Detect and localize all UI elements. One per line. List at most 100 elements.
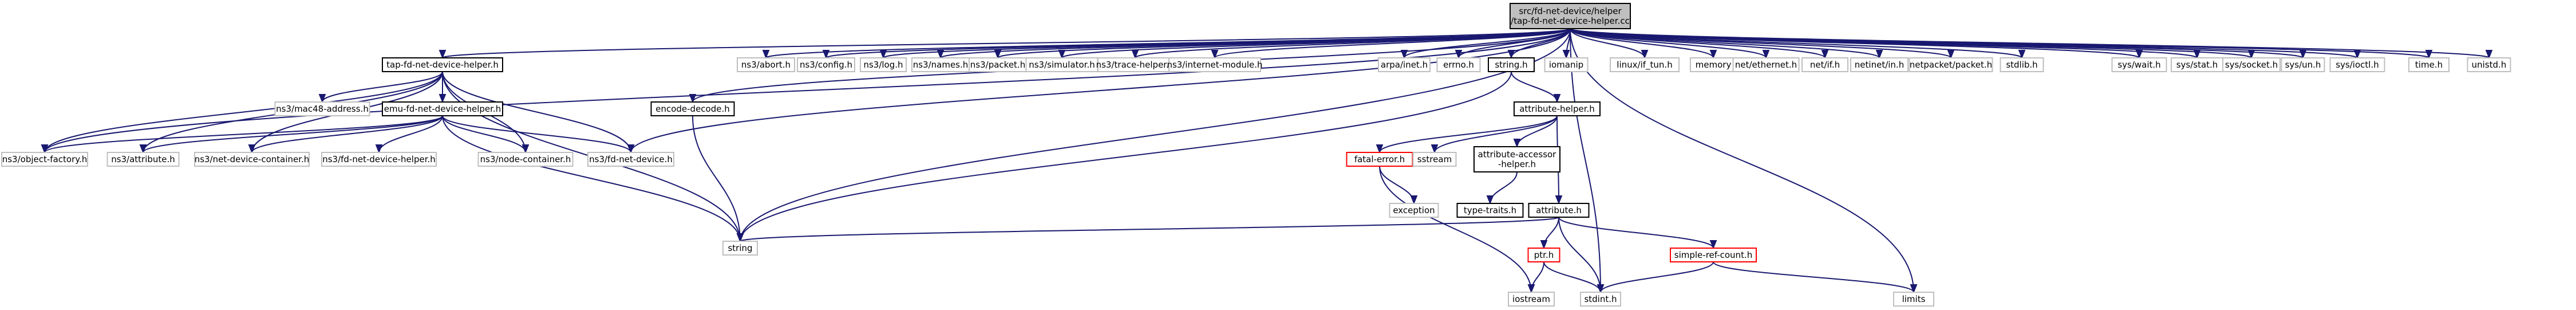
node-label: memory (1696, 60, 1732, 70)
node-label: arpa/inet.h (1381, 60, 1428, 70)
node-abort: ns3/abort.h (737, 57, 795, 72)
node-fddev: ns3/fd-net-device.h (587, 152, 674, 167)
node-box (2111, 57, 2167, 72)
node-box (1097, 57, 1173, 72)
edges-layer (45, 28, 2489, 293)
node-label: errno.h (1443, 60, 1474, 70)
node-box (1732, 57, 1800, 72)
node-box (797, 57, 855, 72)
node-attr_helper[interactable]: attribute-helper.h (1514, 101, 1601, 116)
node-label: ns3/log.h (863, 60, 903, 70)
node-iftun: linux/if_tun.h (1610, 57, 1680, 72)
node-tap_h[interactable]: tap-fd-net-device-helper.h (382, 57, 503, 72)
node-box (1893, 292, 1934, 307)
node-label: sys/socket.h (2225, 60, 2278, 70)
node-label: fatal-error.h (1354, 154, 1405, 164)
node-box (722, 241, 758, 256)
edge-tap_h-to-mac48 (322, 71, 443, 103)
node-box (1456, 203, 1524, 218)
edge-root-to-iftun (1570, 28, 1645, 58)
node-box (1610, 57, 1680, 72)
node-ptr[interactable]: ptr.h (1527, 248, 1560, 262)
edge-fatal-to-iostream (1379, 166, 1531, 292)
node-label: ns3/mac48-address.h (276, 104, 369, 114)
node-neteth: net/ethernet.h (1732, 57, 1800, 72)
edge-emu_h-to-attr_ns3 (143, 115, 443, 153)
node-objfactory: ns3/object-factory.h (1, 152, 88, 167)
edge-srefcount-to-limits (1713, 261, 1914, 293)
node-label: /tap-fd-net-device-helper.cc (1511, 16, 1630, 26)
node-label: ns3/names.h (913, 60, 969, 70)
node-label: sys/un.h (2285, 60, 2321, 70)
edge-root-to-simulator (1062, 28, 1571, 58)
node-label: limits (1902, 294, 1926, 304)
node-arpa: arpa/inet.h (1378, 57, 1431, 72)
node-box (194, 152, 310, 167)
node-label: ns3/trace-helper.h (1096, 60, 1175, 70)
edge-attribute_h-to-ptr (1544, 217, 1559, 249)
node-emu_h[interactable]: emu-fd-net-device-helper.h (382, 101, 503, 116)
node-label: string (728, 243, 752, 253)
node-label: encode-decode.h (655, 104, 730, 114)
edge-root-to-objfactory (45, 28, 1571, 152)
node-box (1514, 101, 1601, 116)
node-root[interactable]: src/fd-net-device/helper/tap-fd-net-devi… (1510, 3, 1631, 29)
node-log: ns3/log.h (860, 57, 907, 72)
edge-tap_h-to-fddev (442, 71, 631, 153)
node-label: stdint.h (1584, 294, 1617, 304)
node-attribute_h[interactable]: attribute.h (1528, 203, 1590, 218)
edge-tap_h-to-objfactory (45, 71, 443, 153)
node-errno: errno.h (1436, 57, 1481, 72)
node-box (1510, 3, 1631, 29)
node-box (2222, 57, 2281, 72)
node-box (737, 57, 795, 72)
node-label: src/fd-net-device/helper (1519, 6, 1622, 17)
node-syssock: sys/socket.h (2222, 57, 2281, 72)
edge-emu_h-to-fddev (442, 115, 631, 153)
node-box (1544, 57, 1589, 72)
node-box (1850, 57, 1909, 72)
node-label: sys/wait.h (2117, 60, 2160, 70)
node-type_traits[interactable]: type-traits.h (1456, 203, 1524, 218)
node-label: iostream (1512, 294, 1550, 304)
edge-root-to-unistd (1570, 28, 2489, 58)
edge-root-to-sysioctl (1570, 28, 2357, 58)
node-box (2408, 57, 2449, 72)
node-syswait: sys/wait.h (2111, 57, 2167, 72)
node-srefcount[interactable]: simple-ref-count.h (1670, 248, 1757, 262)
edge-emu_h-to-fdhelper (379, 115, 443, 153)
node-string_h[interactable]: string.h (1488, 57, 1535, 72)
edge-root-to-neteth (1570, 28, 1766, 58)
node-accessor[interactable]: attribute-accessor-helper.h (1473, 146, 1560, 172)
node-encode[interactable]: encode-decode.h (650, 101, 735, 116)
node-sysstat: sys/stat.h (2171, 57, 2223, 72)
node-limits: limits (1893, 292, 1934, 307)
node-box (2281, 57, 2325, 72)
edge-fatal-to-exception (1379, 166, 1414, 204)
edge-root-to-errno (1459, 28, 1571, 58)
node-label: linux/if_tun.h (1617, 60, 1672, 70)
edge-root-to-limits (1570, 28, 1914, 292)
node-label: ns3/fd-net-device-helper.h (322, 154, 436, 164)
node-label: ns3/simulator.h (1029, 60, 1095, 70)
node-trace: ns3/trace-helper.h (1096, 57, 1175, 72)
node-box (1473, 146, 1560, 172)
node-box (1801, 57, 1848, 72)
node-mac48: ns3/mac48-address.h (274, 101, 370, 116)
node-box (911, 57, 970, 72)
node-label: net/ethernet.h (1735, 60, 1797, 70)
node-fatal[interactable]: fatal-error.h (1346, 152, 1413, 167)
node-label: iomanip (1549, 60, 1583, 70)
node-label: stdlib.h (2006, 60, 2037, 70)
node-exception: exception (1389, 203, 1439, 218)
node-box (2329, 57, 2385, 72)
node-box (2171, 57, 2223, 72)
node-label: ns3/config.h (800, 60, 852, 70)
node-nodecont: ns3/node-container.h (477, 152, 574, 167)
node-box (1909, 57, 1993, 72)
node-label: ns3/internet-module.h (1167, 60, 1262, 70)
edge-string_h-to-string (740, 71, 1512, 241)
edge-root-to-tap_h (442, 28, 1571, 58)
edge-encode-to-string (692, 115, 740, 241)
